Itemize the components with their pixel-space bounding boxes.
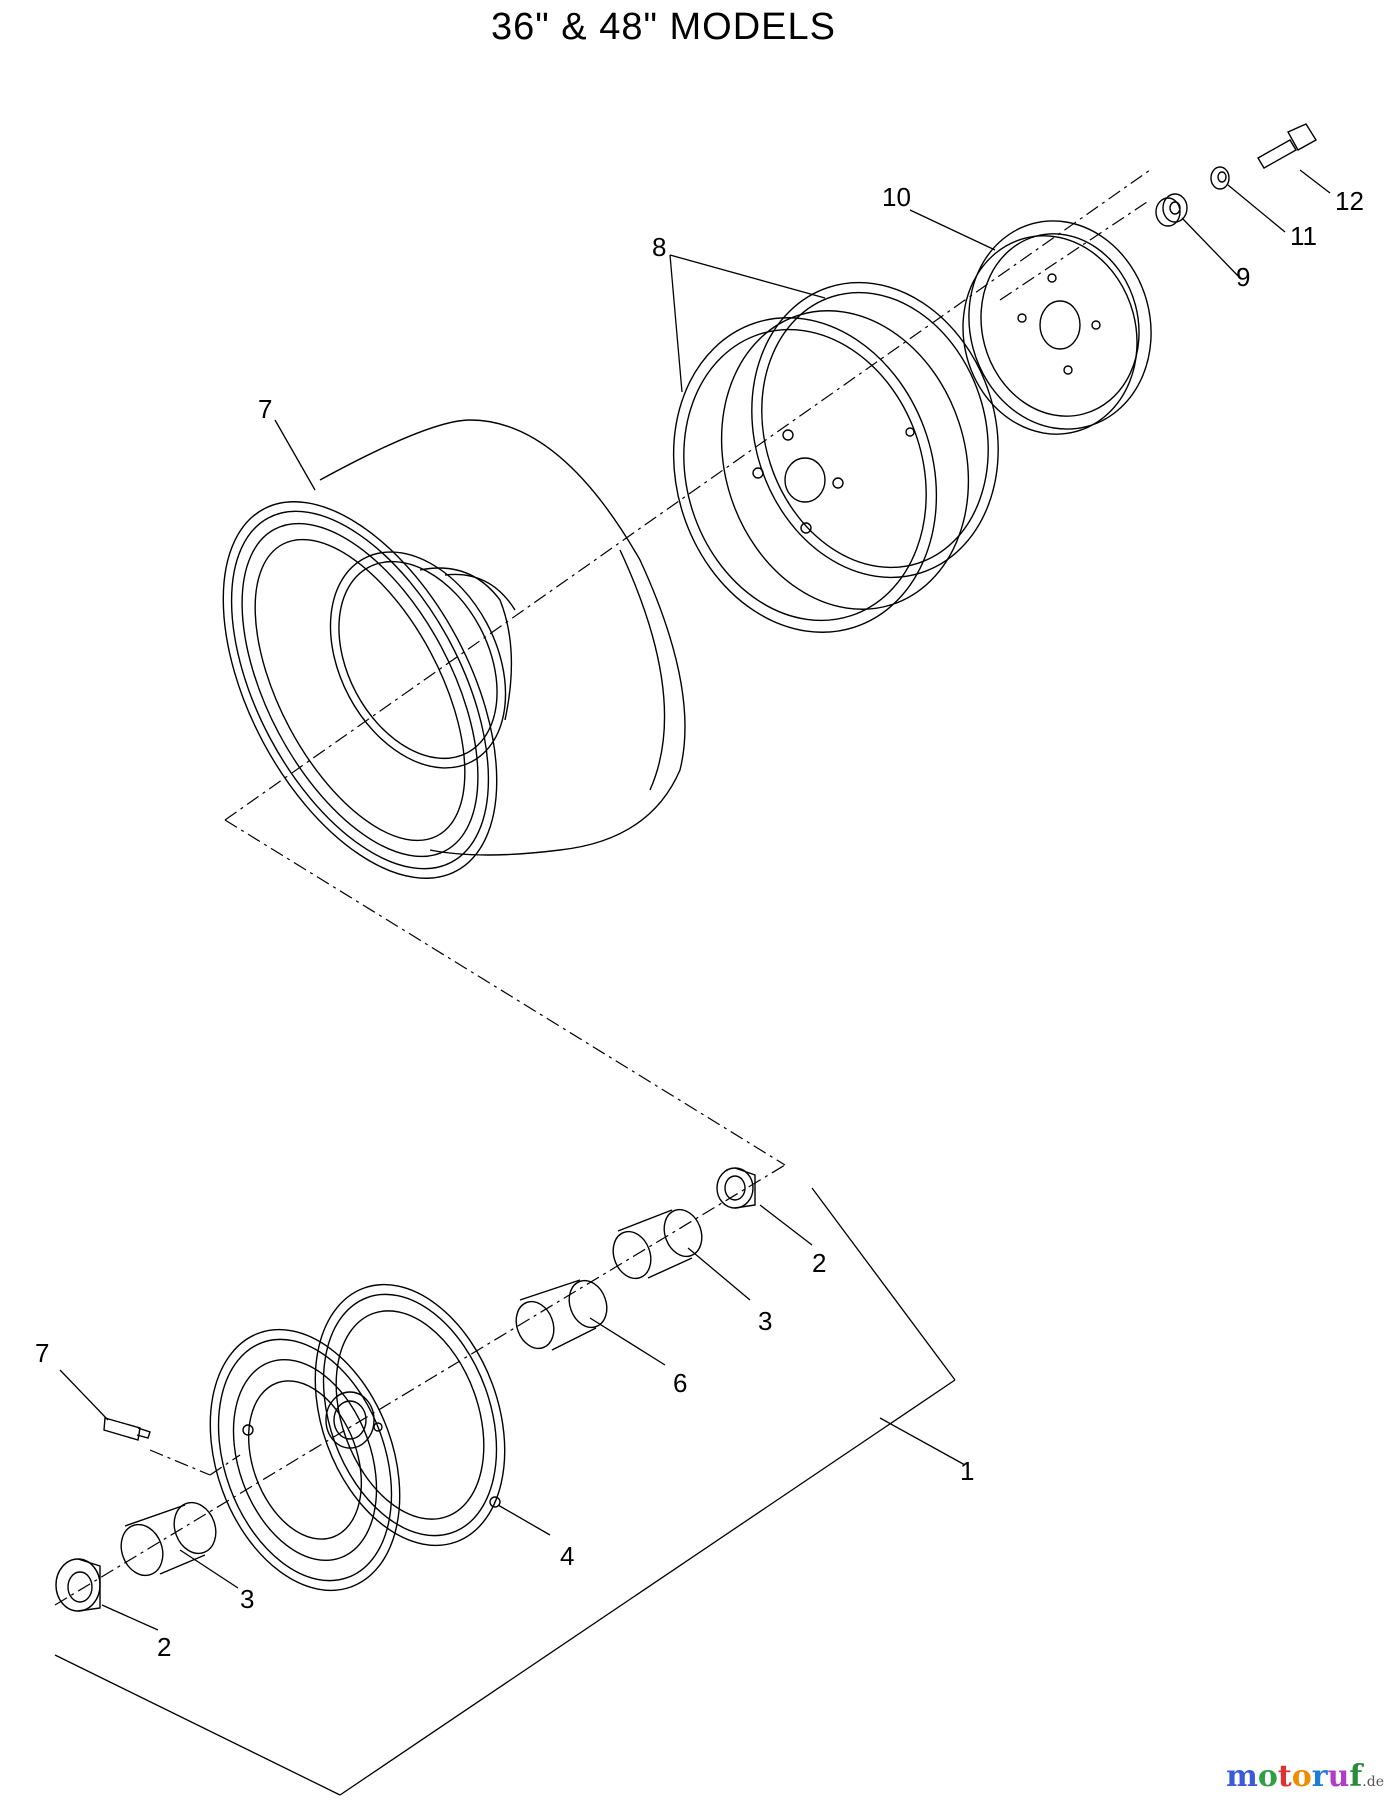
- valve-stem: [103, 1417, 151, 1441]
- wheel-rim: [209, 1283, 506, 1592]
- callout-hub-plate: 10: [882, 182, 911, 212]
- bearing-3-bottom: [120, 1501, 217, 1577]
- callout-bearing-6: 6: [673, 1368, 687, 1398]
- callout-valve-stem: 7: [35, 1338, 49, 1368]
- grease-fitting: [489, 1496, 501, 1508]
- callout-wheel-assembly: 1: [960, 1456, 974, 1486]
- callout-rim-halves: 8: [652, 232, 666, 262]
- washer: [1210, 166, 1230, 190]
- callout-tire: 7: [258, 394, 272, 424]
- rim-halves: [672, 281, 999, 633]
- callout-seal-top: 2: [812, 1248, 826, 1278]
- watermark-letter: f: [1349, 1759, 1363, 1794]
- seal-2-bottom: [55, 1558, 101, 1612]
- leader-lines: [54, 169, 1331, 1796]
- watermark-letter: m: [1226, 1759, 1258, 1794]
- callout-spacer: 9: [1236, 262, 1250, 292]
- seal-2-top: [716, 1167, 756, 1209]
- watermark-letter: o: [1257, 1759, 1278, 1794]
- diagram-title: 36" & 48" MODELS: [490, 6, 836, 48]
- spacer: [1155, 193, 1188, 227]
- hub-plate: [962, 220, 1152, 435]
- bearing-6: [515, 1279, 608, 1351]
- bolt: [1257, 123, 1317, 169]
- watermark-letter: r: [1311, 1759, 1328, 1794]
- watermark-logo: motoruf.de: [1226, 1759, 1384, 1794]
- watermark-letter: o: [1291, 1759, 1312, 1794]
- callout-grease-fitting: 4: [560, 1541, 574, 1571]
- callout-bearing-top: 3: [758, 1306, 772, 1336]
- callout-bearing-bottom: 3: [240, 1584, 254, 1614]
- watermark-letters: motoruf: [1226, 1759, 1362, 1794]
- watermark-suffix: .de: [1362, 1774, 1384, 1790]
- callout-seal-bottom: 2: [157, 1632, 171, 1662]
- axis-lines: [54, 169, 1151, 1606]
- watermark-letter: u: [1327, 1759, 1350, 1794]
- tire: [222, 419, 686, 879]
- watermark-letter: t: [1277, 1759, 1292, 1794]
- callout-bolt: 12: [1335, 186, 1364, 216]
- callout-washer: 11: [1290, 221, 1317, 251]
- bearing-3-top: [612, 1208, 703, 1280]
